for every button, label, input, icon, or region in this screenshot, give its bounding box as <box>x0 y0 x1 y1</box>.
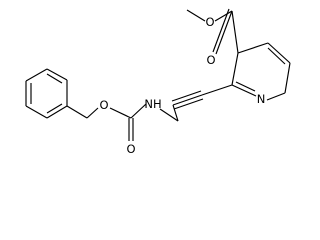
bond-O-benzyl-ch2 <box>86 107 99 119</box>
atom-label-ester-ether-oxygen: O <box>205 15 214 29</box>
bond-ch2-phenyl <box>66 105 88 119</box>
methyl-ester-group <box>186 8 239 55</box>
benzene-bond-2 <box>46 68 68 81</box>
triple-bond-3 <box>173 98 204 110</box>
atom-label-ester-carbonyl-oxygen: O <box>206 53 215 67</box>
bond-methyl-O <box>186 9 206 22</box>
carbamate-group <box>66 103 147 141</box>
atom-label-amine: NH <box>144 97 161 111</box>
ring-bond-c3-c4 <box>237 42 269 54</box>
bond-O-carbonyl-carbon <box>214 10 233 22</box>
bond-nh-carbonyl-carbon <box>130 103 147 119</box>
benzene-bond-6 <box>46 105 68 119</box>
ring-bond-n-c2-inner <box>235 81 256 92</box>
bond-alkyne-ch2 <box>172 104 179 122</box>
benzene-bond-5 <box>25 105 48 119</box>
chemical-structure-diagram: O O N NH O O <box>25 8 291 156</box>
benzene-inner-3 <box>46 103 63 114</box>
atom-label-carbamate-carbonyl-oxygen: O <box>126 142 135 156</box>
ring-bond-c2-c3 <box>231 52 239 86</box>
atom-label-pyridine-nitrogen: N <box>257 92 266 106</box>
triple-bond-2 <box>171 90 202 102</box>
ring-bond-n-c2 <box>231 84 257 97</box>
benzene-inner-1 <box>46 73 63 84</box>
ring-bond-c4-c5-inner <box>267 47 286 65</box>
bond-carbonyl-carbon-ring <box>231 10 239 54</box>
bond-ring-alkyne <box>201 84 233 96</box>
triple-bond-1 <box>172 94 203 106</box>
ring-bond-c4-c5 <box>267 42 291 64</box>
pyridine-ring <box>231 42 291 101</box>
atom-label-carbamate-ether-oxygen: O <box>99 98 108 112</box>
ring-bond-c5-c6 <box>284 62 291 94</box>
alkyne-linker <box>159 84 233 122</box>
atom-labels: O O N NH O O <box>99 15 265 156</box>
benzene-bond-3 <box>25 68 48 82</box>
bond-carbonyl-double-2 <box>212 8 230 53</box>
benzene-ring <box>25 68 68 119</box>
ring-bond-c6-n <box>266 92 286 101</box>
bond-ch2-nh <box>159 108 179 122</box>
bond-carbonyl-double-1 <box>215 10 233 55</box>
bond-carbonyl-carbon-O <box>109 107 132 119</box>
